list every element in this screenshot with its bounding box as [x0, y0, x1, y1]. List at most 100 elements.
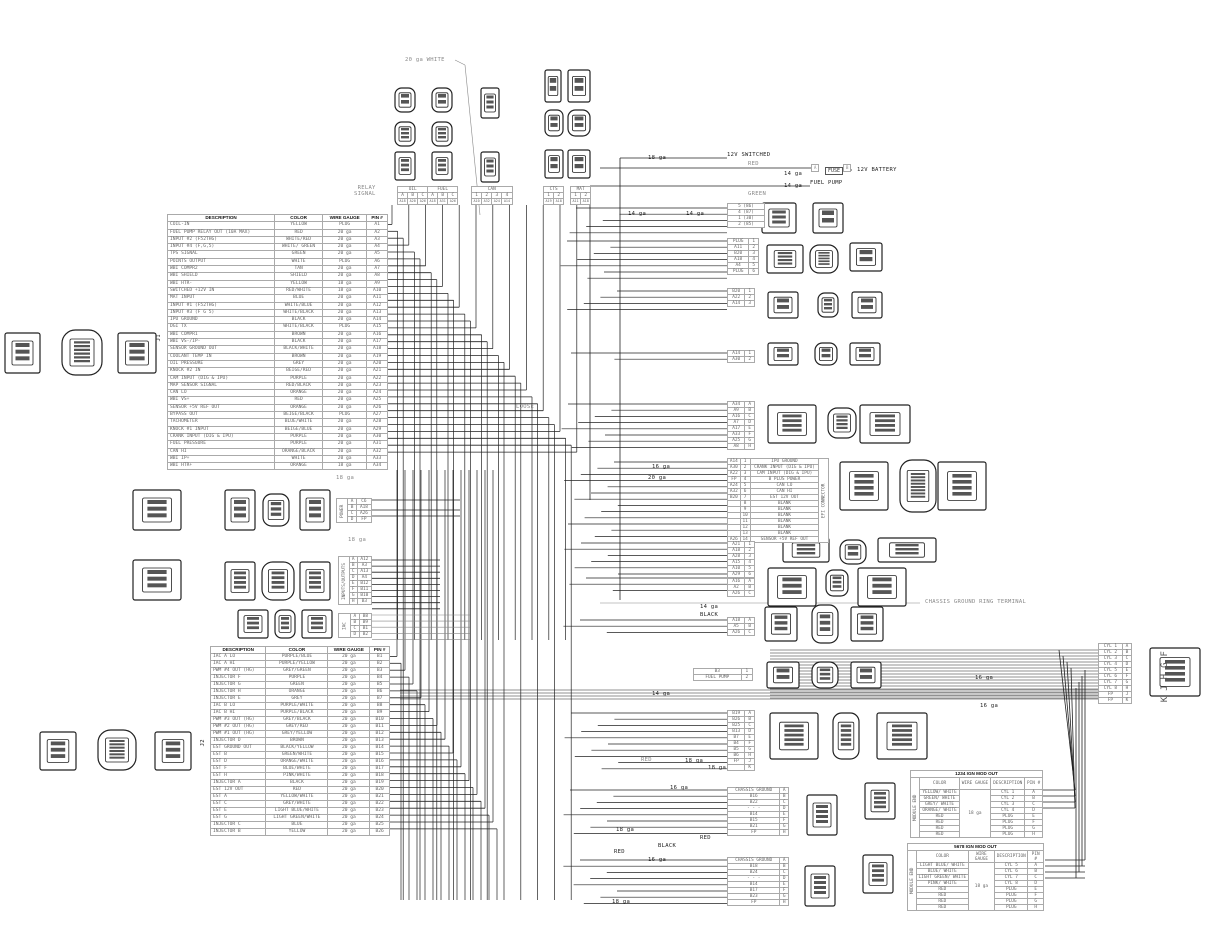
table-cell: INJECTOR F [209, 674, 267, 682]
table-cell: B3 [369, 667, 390, 675]
connector-drawing [261, 561, 295, 601]
table-cell: YELLOW [274, 279, 324, 288]
table-cell: B6 [369, 688, 390, 696]
table-cell: BLUE/WHITE [265, 765, 329, 773]
connector-drawing [761, 202, 797, 234]
table-cell: BYPASS OUT [166, 410, 276, 420]
gauge-label: 18 ga [348, 537, 367, 543]
table-cell: H [1027, 904, 1044, 911]
connector-drawing [859, 404, 911, 444]
connector-drawing [864, 782, 896, 820]
table-cell: B15 [369, 751, 390, 759]
table-cell: B17 [369, 765, 390, 773]
table-cell: A13 [366, 308, 388, 318]
table-cell: WIRE GAUGE [967, 850, 996, 863]
connector-drawing [849, 342, 881, 366]
table-cell: BLUE [274, 294, 324, 303]
table-cell: 18 ga [322, 462, 368, 471]
table-cell: D [349, 631, 360, 638]
table-cell: GREY/RED [265, 723, 329, 731]
table-cell: EST C [209, 800, 267, 808]
table-cell: H [1024, 831, 1043, 838]
table-cell: DESCRIPTION [994, 850, 1029, 863]
table-cell: GREEN [265, 681, 329, 689]
table-cell: A3 [366, 235, 388, 245]
table-cell: B11 [369, 723, 390, 731]
column-header: PIN # [369, 646, 390, 654]
table-cell: 20 ga [322, 381, 368, 391]
connector-drawing [4, 332, 41, 374]
connector-drawing [899, 459, 937, 513]
table-cell: A8 [726, 443, 746, 450]
table-cell: WHITE/BLACK [274, 308, 324, 318]
table-cell: CAN HI [166, 447, 276, 456]
table-cell: WHITE [274, 257, 324, 267]
table-cell: PWM #4 OUT (HG) [209, 667, 267, 675]
table-cell: A20 [366, 359, 388, 369]
connector-drawing [825, 569, 849, 597]
table-cell: 20 ga [322, 330, 368, 340]
connector-drawing [812, 202, 844, 234]
table-cell: BROWN [274, 330, 324, 340]
table-cell: PURPLE/YELLOW [265, 660, 329, 668]
connector-drawing [39, 731, 77, 771]
table-cell: 20 ga [327, 660, 371, 668]
table-cell: WBI HTR+ [166, 462, 276, 471]
connector-drawing [850, 661, 882, 689]
table-cell: H [744, 443, 755, 450]
table-cell: H [348, 598, 358, 605]
table-cell: EST E [209, 807, 267, 815]
table-cell: EST B [209, 751, 267, 759]
table-title: 1234 IGN MOD OUT [910, 770, 1043, 778]
connector-drawing [117, 332, 157, 374]
gauge-label: 16 ga [652, 464, 671, 470]
table-cell: PURPLE [274, 440, 324, 449]
column-header: COLOR [265, 646, 329, 654]
table-cell: B18 [369, 772, 390, 780]
table-cell: PLUG [990, 831, 1026, 838]
table-cell: A14 [726, 300, 746, 307]
table-cell: WHITE/BLACK [274, 323, 324, 332]
table-cell: FP [726, 899, 781, 906]
table-cell: LIGHT BLUE/ WHITE [916, 862, 969, 869]
table-cell: 3 [744, 300, 755, 307]
table-cell: B7 [369, 695, 390, 703]
gauge-label: 14 ga [686, 211, 705, 217]
table-cell: 20 ga [322, 308, 368, 318]
table-cell: PIN # [1024, 777, 1043, 790]
table-cell: 20 ga [327, 737, 371, 745]
gauge-label: 16 ga [648, 857, 667, 863]
connector-drawing [224, 561, 256, 601]
table-cell: CAM INPUT (DIG & IPU) [166, 374, 276, 383]
table-cell: PURPLE/BLUE [265, 653, 329, 661]
wire-color-label: RED [748, 161, 759, 167]
table-cell: RED [916, 904, 969, 911]
table-cell: B3 [356, 598, 373, 605]
table-cell: B26 [369, 828, 390, 836]
table-cell: FP [726, 829, 781, 836]
table-cell: YELLOW/WHITE [265, 793, 329, 801]
column-header: DESCRIPTION [166, 213, 276, 223]
table-cell: WHITE/BLUE [274, 301, 324, 310]
table-cell: EST G [209, 814, 267, 822]
